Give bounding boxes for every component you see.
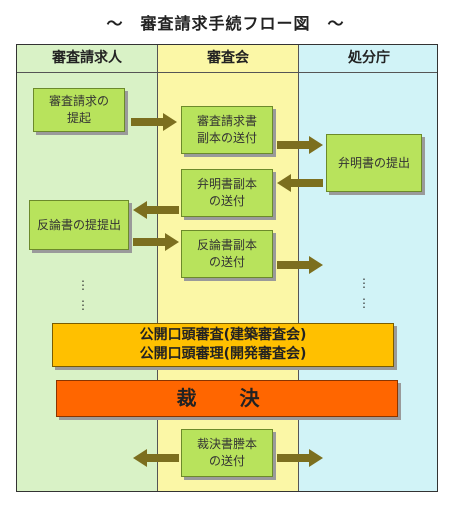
column-header-agency: 処分庁 xyxy=(299,45,437,73)
step-submit-rebuttal: 反論書の提提出 xyxy=(29,200,129,250)
arrow-right-icon xyxy=(133,233,179,251)
continuation-dots: ⋮ ⋮ xyxy=(77,278,89,312)
step-send-request-copy: 審査請求書 副本の送付 xyxy=(181,106,273,154)
arrow-right-icon xyxy=(277,449,323,467)
arrow-right-icon xyxy=(131,113,177,131)
arrow-right-icon xyxy=(277,136,323,154)
arrow-left-icon xyxy=(277,174,323,192)
hearing-line-building: 公開口頭審査(建築審査会) xyxy=(139,327,307,343)
step-request: 審査請求の 提起 xyxy=(33,88,125,132)
step-send-rebuttal-copy: 反論書副本 の送付 xyxy=(181,230,273,278)
arrow-left-icon xyxy=(133,449,179,467)
hearing-line-development: 公開口頭審理(開発審査会) xyxy=(139,346,307,362)
column-header-review-board: 審査会 xyxy=(158,45,298,73)
column-header-applicant: 審査請求人 xyxy=(17,45,157,73)
diagram-title: ～ 審査請求手続フロー図 ～ xyxy=(106,14,345,33)
step-send-explanation-copy: 弁明書副本 の送付 xyxy=(181,169,273,217)
step-submit-explanation: 弁明書の提出 xyxy=(326,134,422,192)
arrow-left-icon xyxy=(133,201,179,219)
continuation-dots: ⋮ ⋮ xyxy=(358,276,370,310)
public-hearing-banner: 公開口頭審査(建築審査会) 公開口頭審理(開発審査会) xyxy=(52,323,394,367)
decision-banner: 裁 決 xyxy=(56,380,398,417)
arrow-right-icon xyxy=(277,256,323,274)
step-send-decision-copy: 裁決書謄本 の送付 xyxy=(181,429,273,477)
